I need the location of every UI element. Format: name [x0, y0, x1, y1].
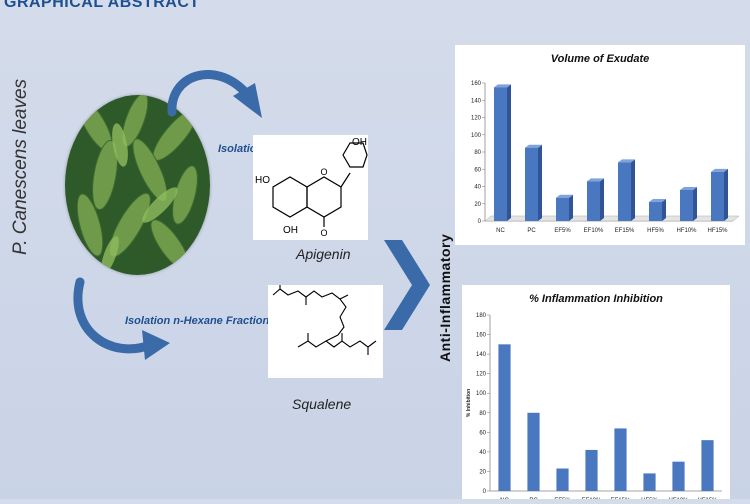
- x-tick-label: HF10%: [676, 228, 697, 234]
- chevron-arrow: [384, 240, 430, 330]
- apigenin-oh-top: OH: [352, 137, 367, 148]
- curved-arrow-top-head: [233, 83, 262, 118]
- x-tick-label: EF10%: [584, 228, 604, 234]
- y-tick-label: 0: [483, 489, 487, 495]
- apigenin-label: Apigenin: [296, 246, 351, 262]
- bar: [701, 440, 714, 491]
- bar-side: [600, 178, 605, 221]
- bar: [586, 181, 601, 221]
- bar: [556, 468, 569, 491]
- squalene-structure: [268, 283, 383, 378]
- apigenin-ho-left: HO: [255, 175, 270, 186]
- bar-side: [724, 168, 729, 221]
- chart-floor: [484, 215, 740, 222]
- x-tick-label: HF15%: [707, 228, 728, 234]
- inflammation-inhibition-chart: % Inflammation Inhibition 0 20 40 60 80 100 120…: [462, 285, 730, 504]
- bar-top: [617, 159, 636, 163]
- apigenin-ring-o: O: [320, 167, 327, 177]
- y-tick-label: 100: [476, 391, 487, 397]
- bar: [493, 87, 508, 221]
- apigenin-structure: O O HO OH OH: [253, 135, 368, 240]
- bar-side: [631, 159, 636, 221]
- x-tick-label: HF5%: [647, 228, 664, 234]
- y-axis-label: % Inhibition: [466, 389, 472, 417]
- anti-inflammatory-label: Anti-Inflammatory: [437, 233, 453, 362]
- curved-arrow-bottom-head: [142, 330, 170, 360]
- squalene-label: Squalene: [292, 396, 352, 412]
- bar-side: [662, 199, 667, 221]
- y-tick-label: 160: [471, 81, 482, 87]
- y-tick-label: 20: [479, 469, 486, 475]
- apigenin-keto-o: O: [320, 228, 327, 238]
- y-tick-label: 120: [471, 116, 482, 122]
- bar: [555, 197, 570, 221]
- x-tick-label: EF5%: [554, 228, 571, 234]
- hexane-fraction-label: Isolation n-Hexane Fraction: [125, 315, 270, 327]
- bar: [585, 449, 598, 491]
- chart-title: % Inflammation Inhibition: [529, 293, 663, 305]
- bar: [614, 428, 627, 491]
- x-tick-label: EF15%: [615, 228, 635, 234]
- bar: [648, 202, 663, 221]
- y-tick-label: 120: [476, 372, 487, 378]
- chart-title: Volume of Exudate: [551, 53, 650, 65]
- apigenin-oh-bottom: OH: [283, 225, 298, 236]
- curved-arrow-bottom: [73, 277, 155, 354]
- bar-top: [586, 178, 605, 182]
- bar: [617, 162, 632, 221]
- bar-top: [524, 144, 543, 148]
- bar: [679, 189, 694, 221]
- y-tick-label: 60: [479, 430, 486, 436]
- graphical-abstract-title: GRAPHICAL ABSTRACT: [4, 0, 200, 11]
- y-tick-label: 180: [476, 313, 487, 319]
- bar-side: [569, 194, 574, 221]
- bar-side: [538, 144, 543, 221]
- y-tick-label: 40: [474, 185, 481, 191]
- bar: [672, 461, 685, 491]
- y-tick-label: 160: [476, 333, 487, 339]
- bar: [498, 344, 511, 491]
- y-tick-label: 80: [474, 150, 481, 156]
- bar: [710, 171, 725, 221]
- y-tick-label: 100: [471, 133, 482, 139]
- y-tick-label: 80: [479, 411, 486, 417]
- x-tick-label: PC: [527, 228, 536, 234]
- y-tick-label: 0: [478, 219, 482, 225]
- bar-side: [507, 84, 512, 221]
- bar: [643, 473, 656, 491]
- y-tick-label: 20: [474, 202, 481, 208]
- bar-top: [710, 168, 729, 172]
- leaves-photo: [65, 95, 210, 275]
- bar-top: [648, 199, 667, 203]
- curved-arrow-top: [167, 70, 250, 117]
- bar: [524, 147, 539, 221]
- bar-top: [493, 84, 512, 88]
- y-tick-label: 140: [476, 352, 487, 358]
- y-tick-label: 40: [479, 450, 486, 456]
- bar-side: [693, 186, 698, 221]
- x-tick-label: NC: [496, 228, 505, 234]
- bar-top: [679, 186, 698, 190]
- y-tick-label: 60: [474, 167, 481, 173]
- bar-top: [555, 194, 574, 198]
- bar: [527, 412, 540, 491]
- y-tick-label: 140: [471, 98, 482, 104]
